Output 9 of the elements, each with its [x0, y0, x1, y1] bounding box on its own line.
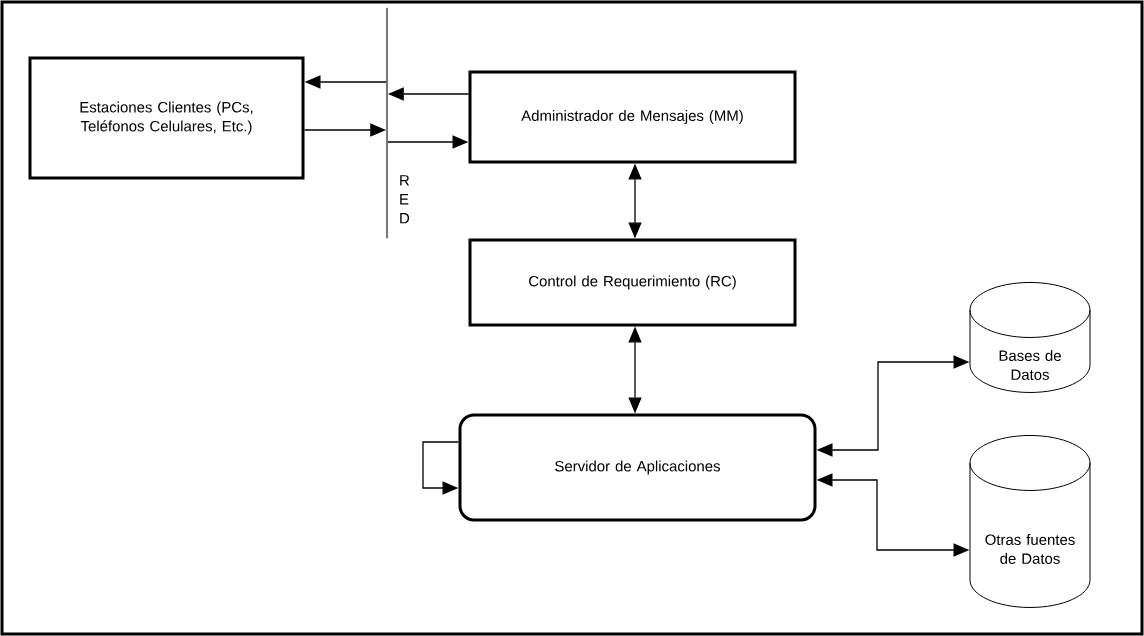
network-line: [386, 7, 388, 239]
client-box: Estaciones Clientes (PCs, Teléfonos Celulares, Etc.): [28, 56, 305, 180]
server-box: Servidor de Aplicaciones: [458, 413, 817, 522]
arrow: [422, 441, 460, 495]
process-box: Administrador de Mensajes (MM): [468, 70, 797, 164]
database-cylinder: Bases de Datos: [969, 281, 1091, 393]
network-label: R E D: [400, 175, 410, 224]
process-box: Control de Requerimiento (RC): [468, 238, 797, 327]
database-cylinder: Otras fuentes de Datos: [969, 434, 1091, 608]
